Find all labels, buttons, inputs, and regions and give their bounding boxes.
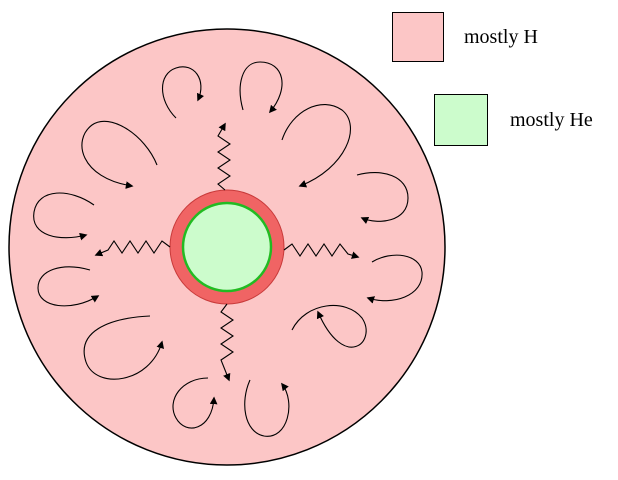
convection-loop [356,171,409,224]
radiation-arrow-right [283,243,360,259]
convection-loop [81,120,158,189]
legend-label-hydrogen: mostly H [464,25,538,48]
convection-loop [172,377,218,429]
helium-core [181,201,273,293]
convection-loops [33,61,423,437]
convection-loop [366,254,423,304]
convection-loop [83,315,165,380]
radiation-arrow-down [220,303,234,382]
convection-loop [37,266,100,307]
convection-loop [244,379,290,437]
radiation-arrows [94,122,360,382]
legend-label-helium: mostly He [510,108,593,131]
legend-item-hydrogen: mostly H [392,12,538,62]
convection-loop [281,104,352,188]
radiation-arrow-left [94,240,171,257]
convection-loop [33,192,95,241]
radiation-arrow-up [217,122,231,191]
convection-loop [239,61,283,114]
convection-loop [291,304,367,348]
legend-swatch-hydrogen [392,12,444,62]
legend-item-helium: mostly He [434,94,593,146]
convection-loop [162,66,205,119]
legend-swatch-helium [434,94,488,146]
